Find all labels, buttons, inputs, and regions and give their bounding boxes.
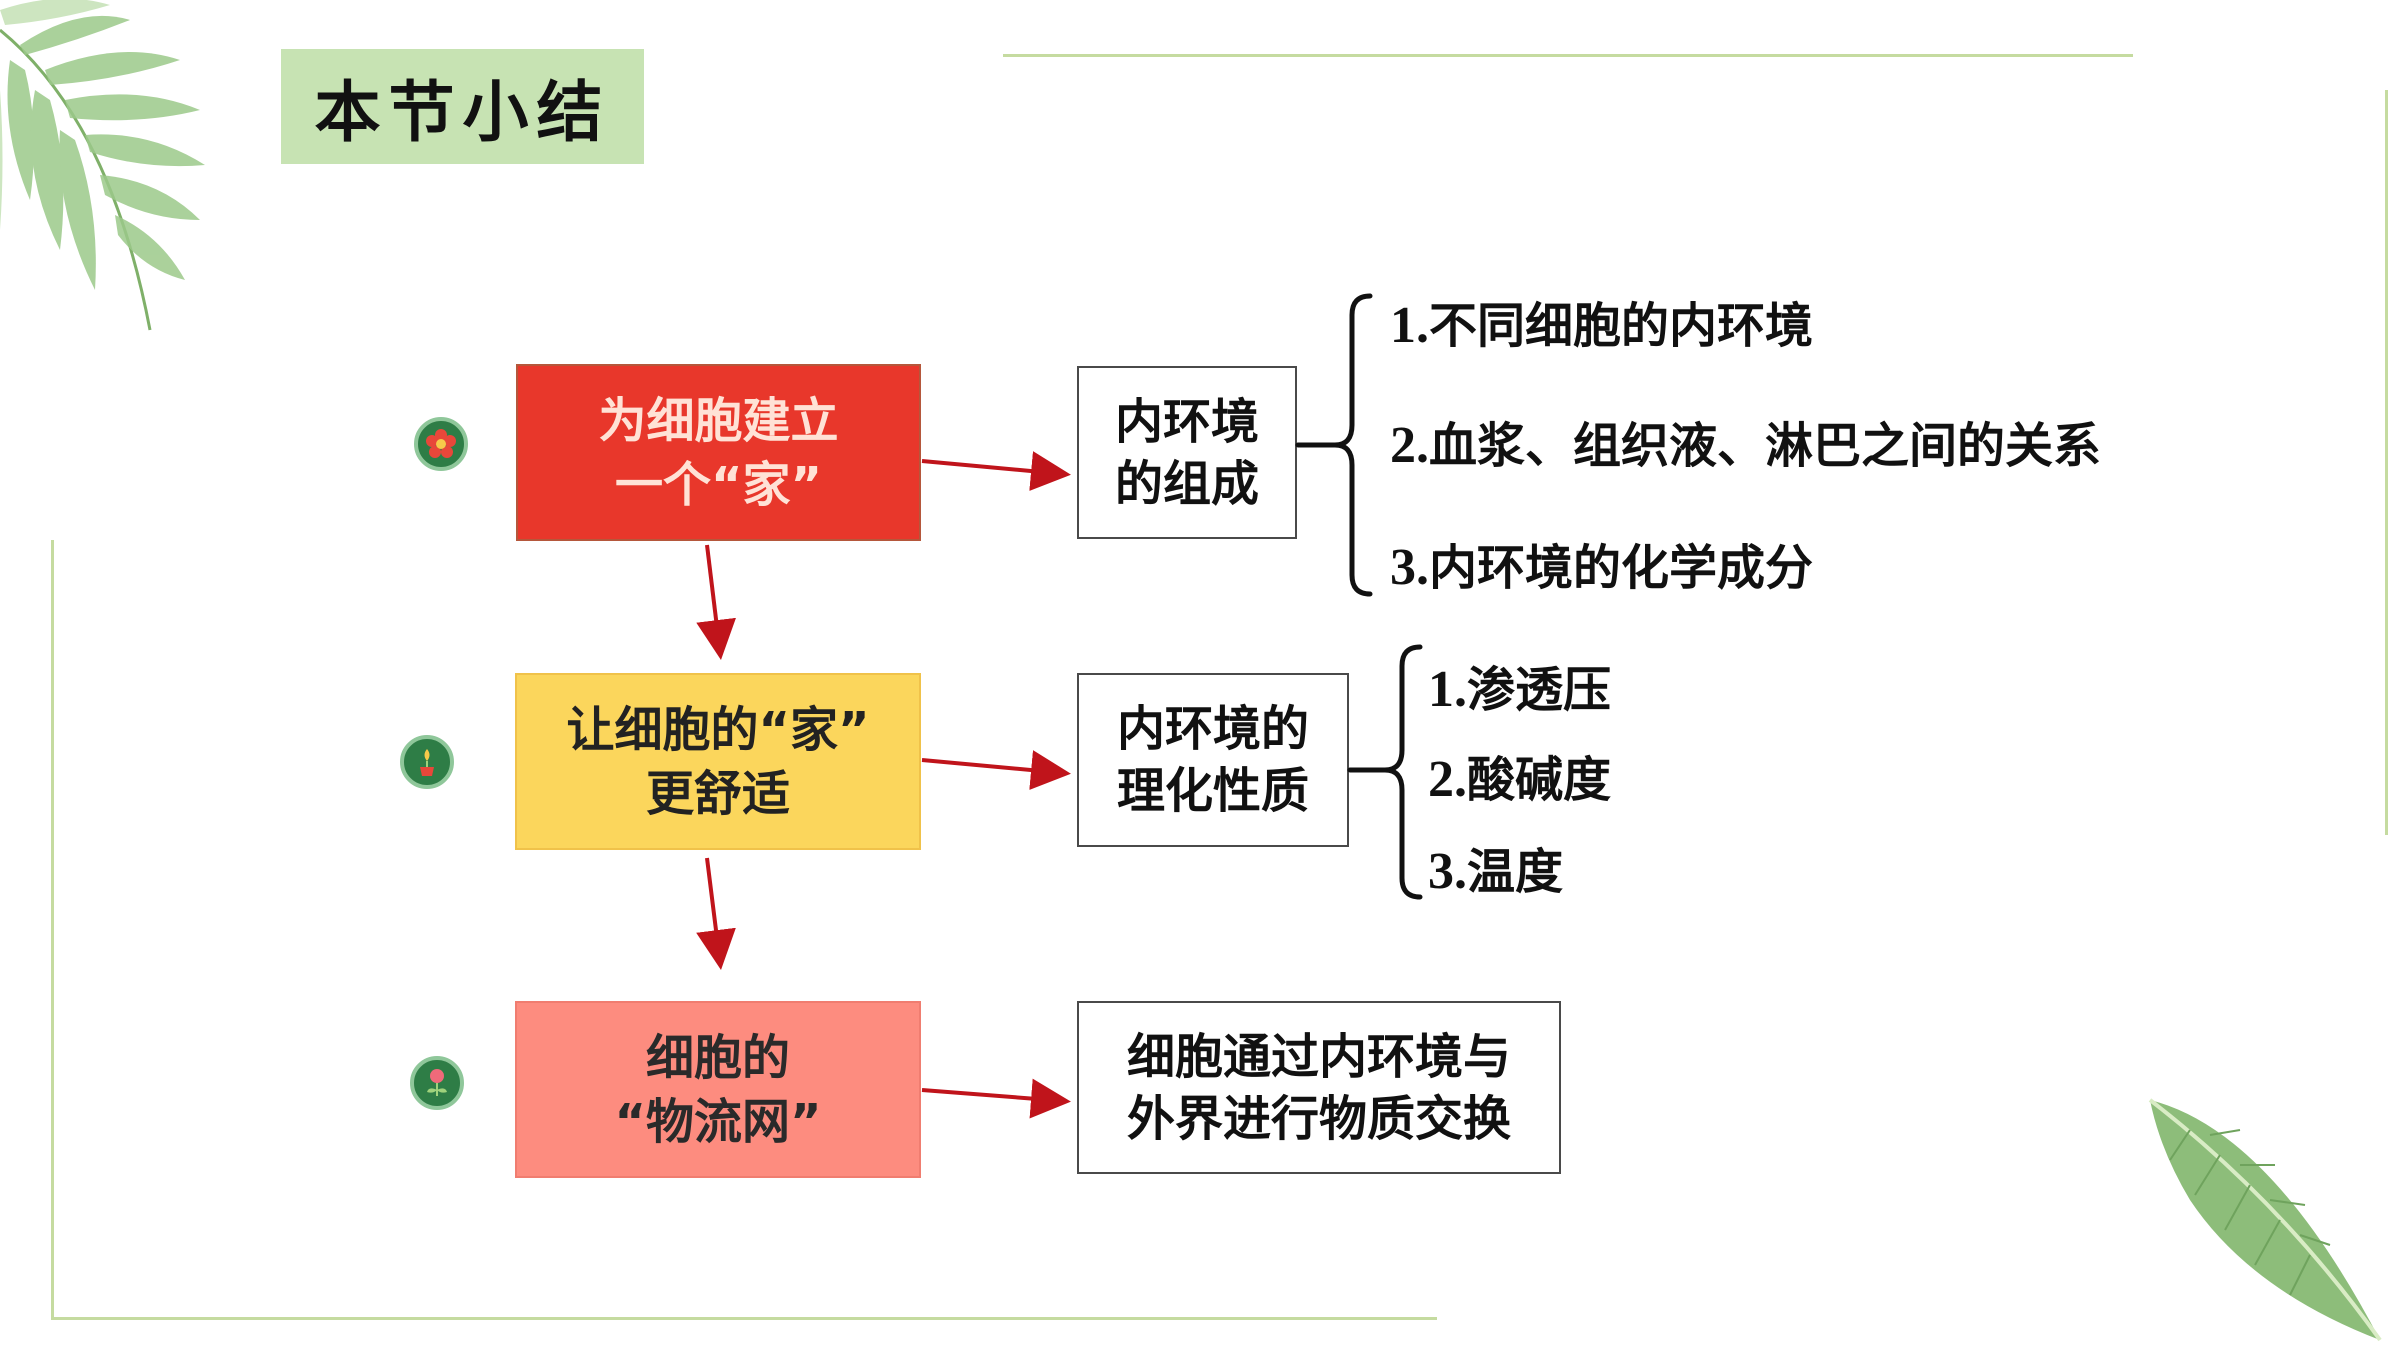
detail-box-line1: 细胞通过内环境与 <box>1126 1028 1511 1085</box>
detail-box-line1: 内环境的 <box>1116 701 1309 757</box>
arrow-down-1 <box>696 544 736 660</box>
composition-item-1: 1.不同细胞的内环境 <box>1390 297 1814 354</box>
potted-plant-icon <box>420 749 434 776</box>
rose-bullet-icon <box>410 1056 464 1110</box>
frame-line-bottom <box>51 1317 1437 1320</box>
detail-box-composition: 内环境 的组成 <box>1077 366 1297 539</box>
flow-box-build-home: 为细胞建立 一个“家” <box>516 364 921 541</box>
detail-box-exchange: 细胞通过内环境与 外界进行物质交换 <box>1077 1001 1561 1174</box>
potted-plant-bullet-icon <box>400 735 454 789</box>
frame-line-top <box>1003 54 2133 57</box>
property-item-2: 2.酸碱度 <box>1428 751 1612 808</box>
palm-leaf-top-left-icon <box>0 0 205 331</box>
arrow-right-2 <box>921 750 1071 790</box>
flow-box-line1: 让细胞的“家” <box>566 701 870 758</box>
flow-box-comfortable-home: 让细胞的“家” 更舒适 <box>515 673 921 850</box>
frame-line-right <box>2385 90 2388 835</box>
detail-box-line2: 的组成 <box>1114 455 1259 512</box>
arrow-down-2 <box>696 857 736 970</box>
flower-bullet-icon <box>414 417 468 471</box>
composition-item-2: 2.血浆、组织液、淋巴之间的关系 <box>1390 417 2102 474</box>
page-title-box: 本节小结 <box>281 49 644 164</box>
arrow-right-1 <box>921 451 1071 491</box>
detail-box-line2: 外界进行物质交换 <box>1126 1090 1511 1147</box>
frame-line-left <box>51 540 54 1320</box>
property-item-3: 3.温度 <box>1428 843 1564 900</box>
page-title: 本节小结 <box>314 72 611 151</box>
arrow-right-3 <box>921 1078 1071 1119</box>
composition-item-3: 3.内环境的化学成分 <box>1390 539 1814 596</box>
flower-icon <box>426 429 456 458</box>
banana-leaf-bottom-right-icon <box>2148 1098 2382 1342</box>
rose-icon <box>427 1069 447 1096</box>
brace-composition <box>1334 293 1373 597</box>
flow-box-line1: 细胞的 <box>645 1029 790 1086</box>
flow-box-logistics-network: 细胞的 “物流网” <box>515 1001 921 1178</box>
property-item-1: 1.渗透压 <box>1428 661 1612 718</box>
detail-box-properties: 内环境的 理化性质 <box>1077 673 1349 847</box>
flow-box-line1: 为细胞建立 <box>598 392 839 449</box>
detail-box-line2: 理化性质 <box>1116 763 1309 819</box>
flow-box-line2: 一个“家” <box>614 456 823 513</box>
brace-properties <box>1384 644 1423 900</box>
detail-box-line1: 内环境 <box>1114 393 1259 450</box>
flow-box-line2: 更舒适 <box>645 765 790 822</box>
flow-box-line2: “物流网” <box>614 1093 822 1150</box>
